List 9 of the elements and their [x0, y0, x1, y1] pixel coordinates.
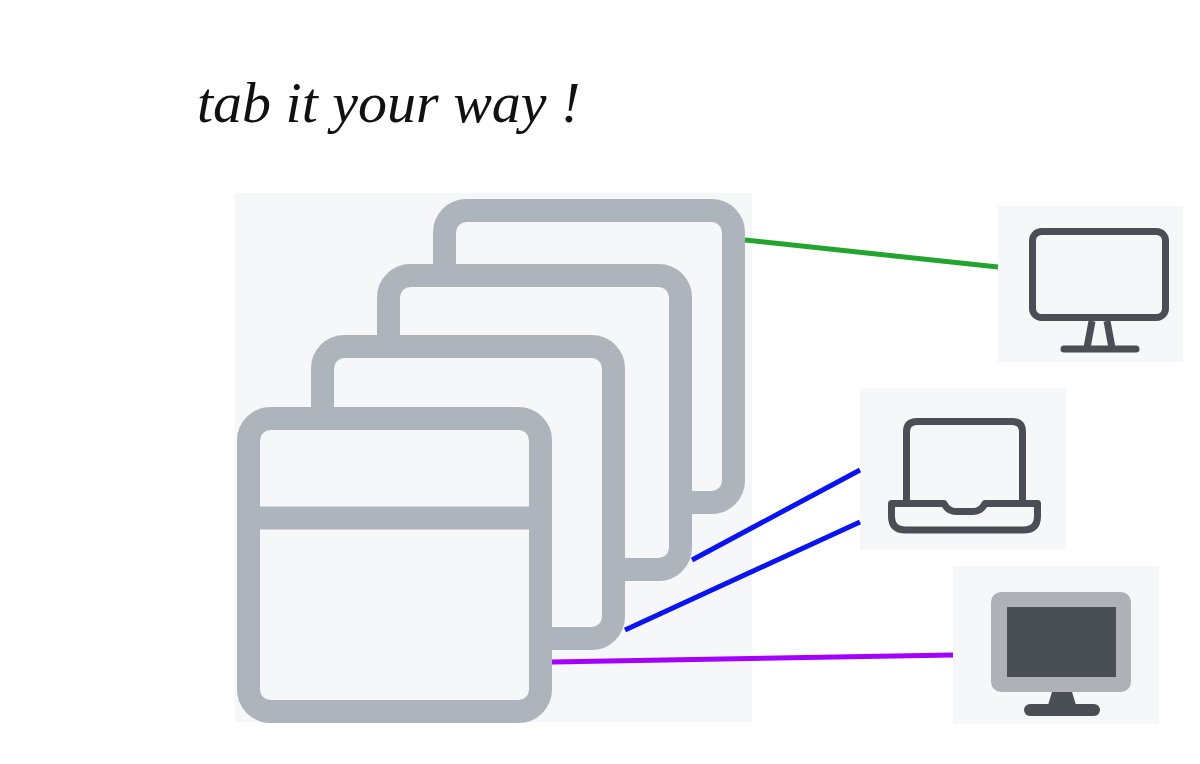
monitor-icon	[998, 206, 1183, 362]
connector-line	[690, 467, 862, 563]
connector-line	[623, 519, 862, 633]
monitor-icon	[953, 566, 1159, 724]
title: tab it your way !	[197, 70, 581, 137]
tab-window	[237, 407, 552, 723]
connector-line	[744, 237, 999, 270]
laptop-icon	[860, 388, 1066, 550]
connector-line	[551, 652, 954, 665]
